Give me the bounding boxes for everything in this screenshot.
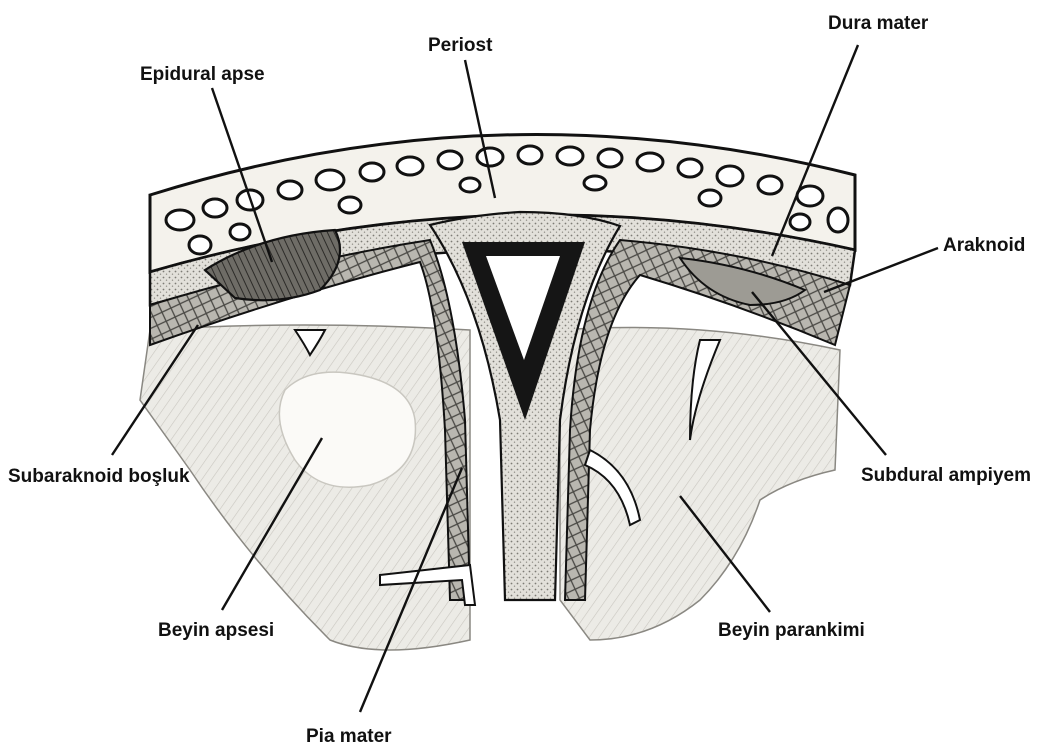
label-pia-mater: Pia mater bbox=[306, 726, 392, 747]
label-subdural-empyema: Subdural ampiyem bbox=[861, 465, 1031, 486]
label-arachnoid: Araknoid bbox=[943, 235, 1025, 256]
brain-parenchyma-region bbox=[140, 325, 470, 650]
label-brain-abscess: Beyin apsesi bbox=[158, 620, 274, 641]
label-brain-parenchyma: Beyin parankimi bbox=[718, 620, 865, 641]
label-epidural-abscess: Epidural apse bbox=[140, 64, 265, 85]
label-subarachnoid-space: Subaraknoid boşluk bbox=[8, 466, 190, 487]
label-dura-mater: Dura mater bbox=[828, 13, 929, 34]
label-periosteum: Periost bbox=[428, 35, 493, 56]
